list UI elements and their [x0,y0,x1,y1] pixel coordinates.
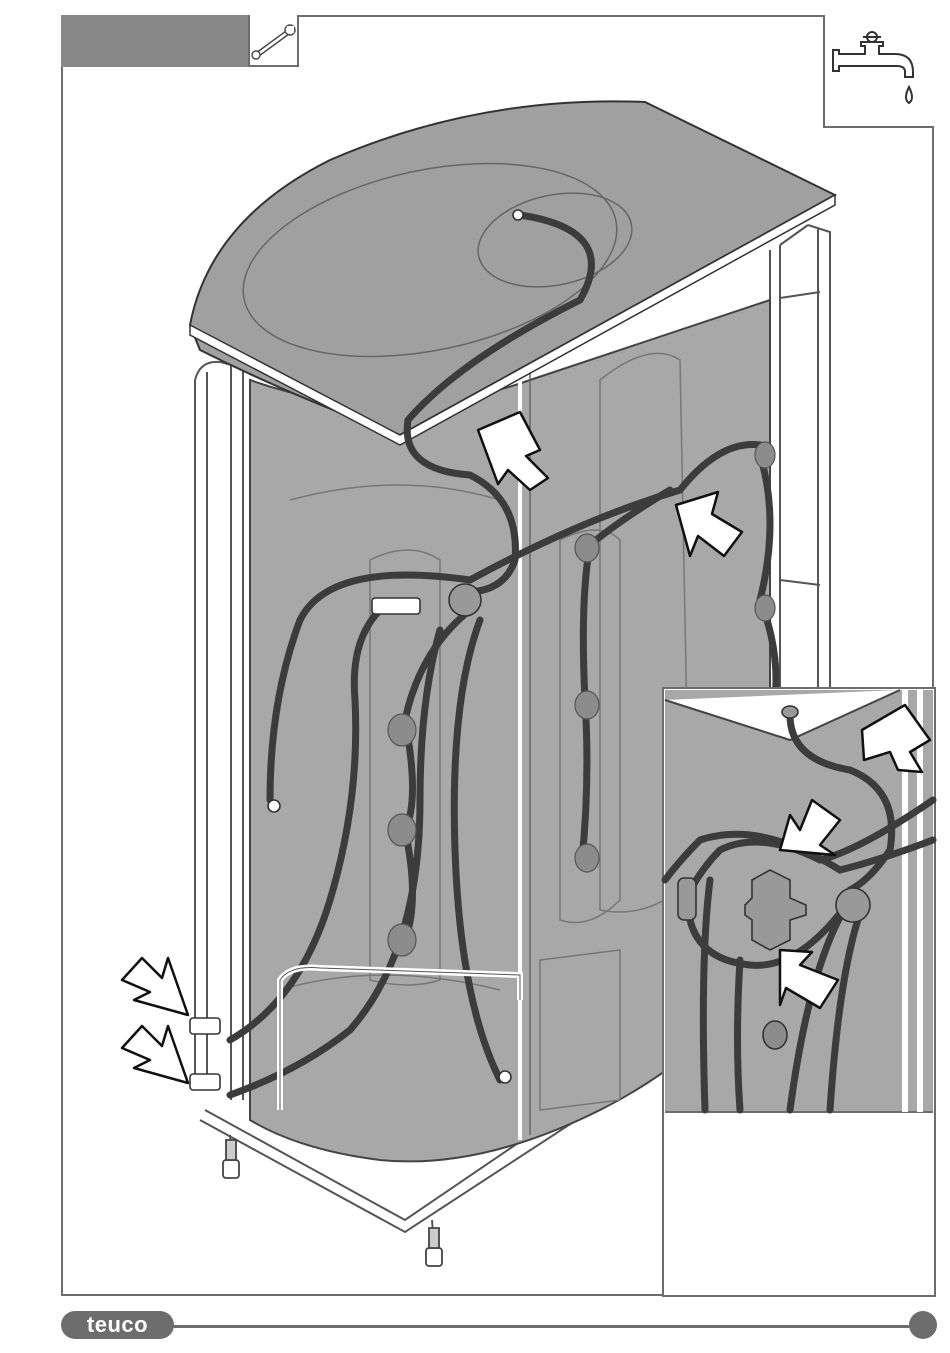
footer-rule [170,1325,920,1328]
footer-dot [909,1311,937,1339]
brand-logo: teuco [61,1311,174,1339]
